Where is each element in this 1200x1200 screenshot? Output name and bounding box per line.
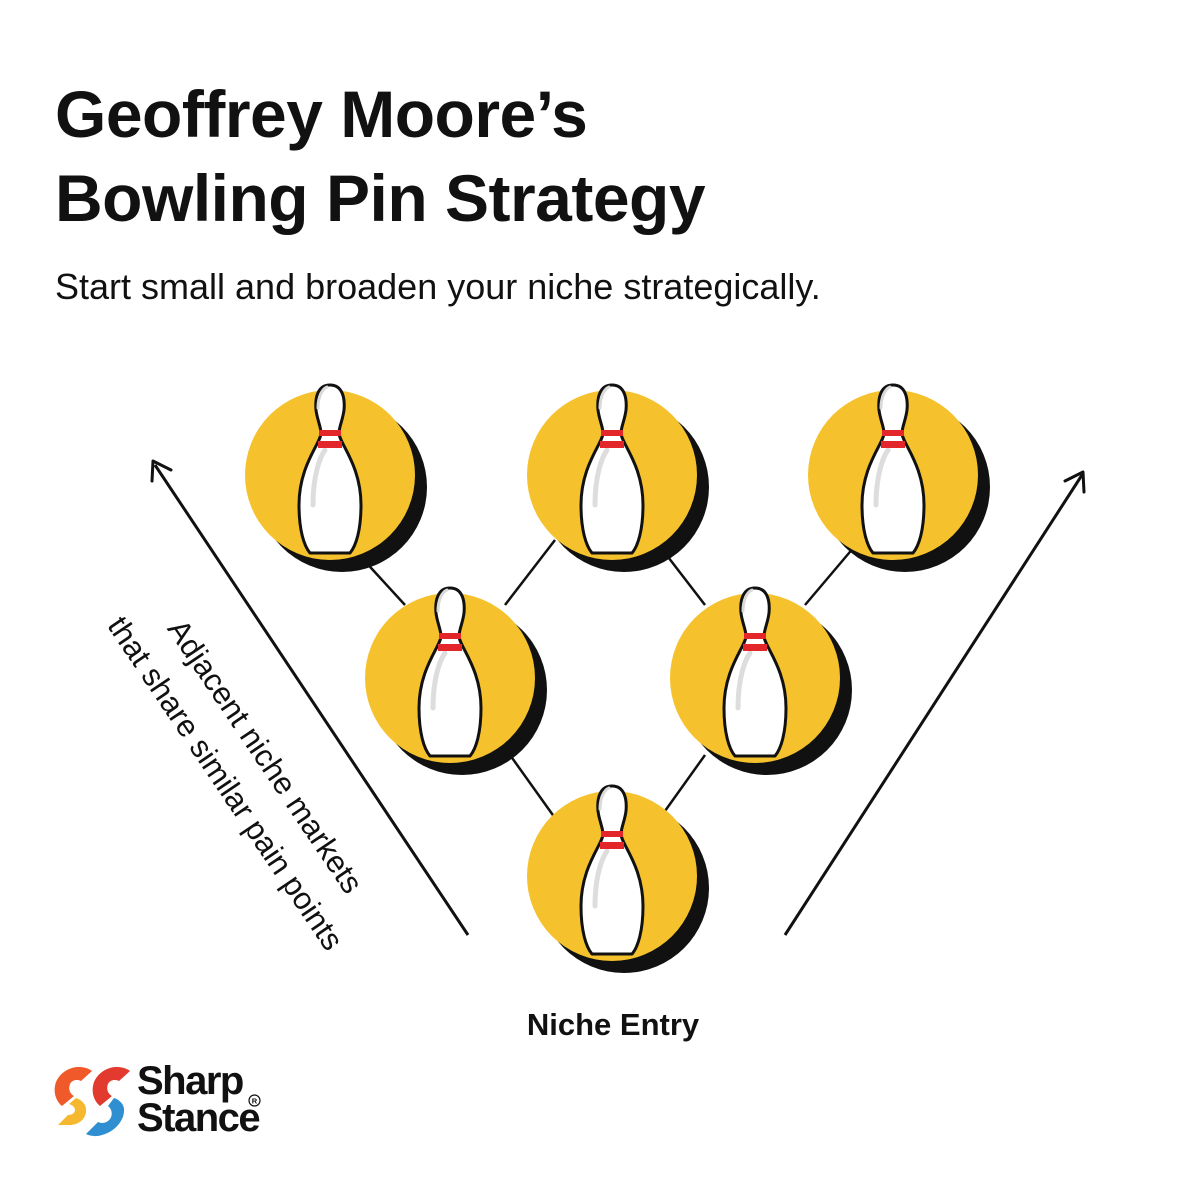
arrow-up-right-icon xyxy=(783,470,1086,936)
sharp-stance-logo-icon xyxy=(54,1067,130,1137)
pin-middle-left xyxy=(365,588,547,775)
title-line-1: Geoffrey Moore’s xyxy=(55,77,588,151)
title-line-2: Bowling Pin Strategy xyxy=(55,161,706,235)
pin-bottom-niche-entry xyxy=(527,786,709,973)
logo-text-line-2: Stance xyxy=(137,1096,261,1140)
connector-line xyxy=(508,754,557,819)
arrow-up-left-icon xyxy=(150,459,470,936)
pin-middle-right xyxy=(670,588,852,775)
pin-top-center xyxy=(527,385,709,572)
niche-entry-label: Niche Entry xyxy=(526,1007,700,1042)
subtitle: Start small and broaden your niche strat… xyxy=(55,266,821,307)
registered-mark-icon: R xyxy=(248,1094,261,1107)
pin-top-right xyxy=(808,385,990,572)
page-title: Geoffrey Moore’s Bowling Pin Strategy xyxy=(55,72,706,240)
logo-text-line-1: Sharp xyxy=(137,1059,244,1103)
connector-line xyxy=(504,539,556,606)
pin-top-left xyxy=(245,385,427,572)
connector-line xyxy=(658,754,707,819)
logo-text: Sharp Stance xyxy=(137,1059,261,1140)
svg-text:R: R xyxy=(252,1096,258,1105)
